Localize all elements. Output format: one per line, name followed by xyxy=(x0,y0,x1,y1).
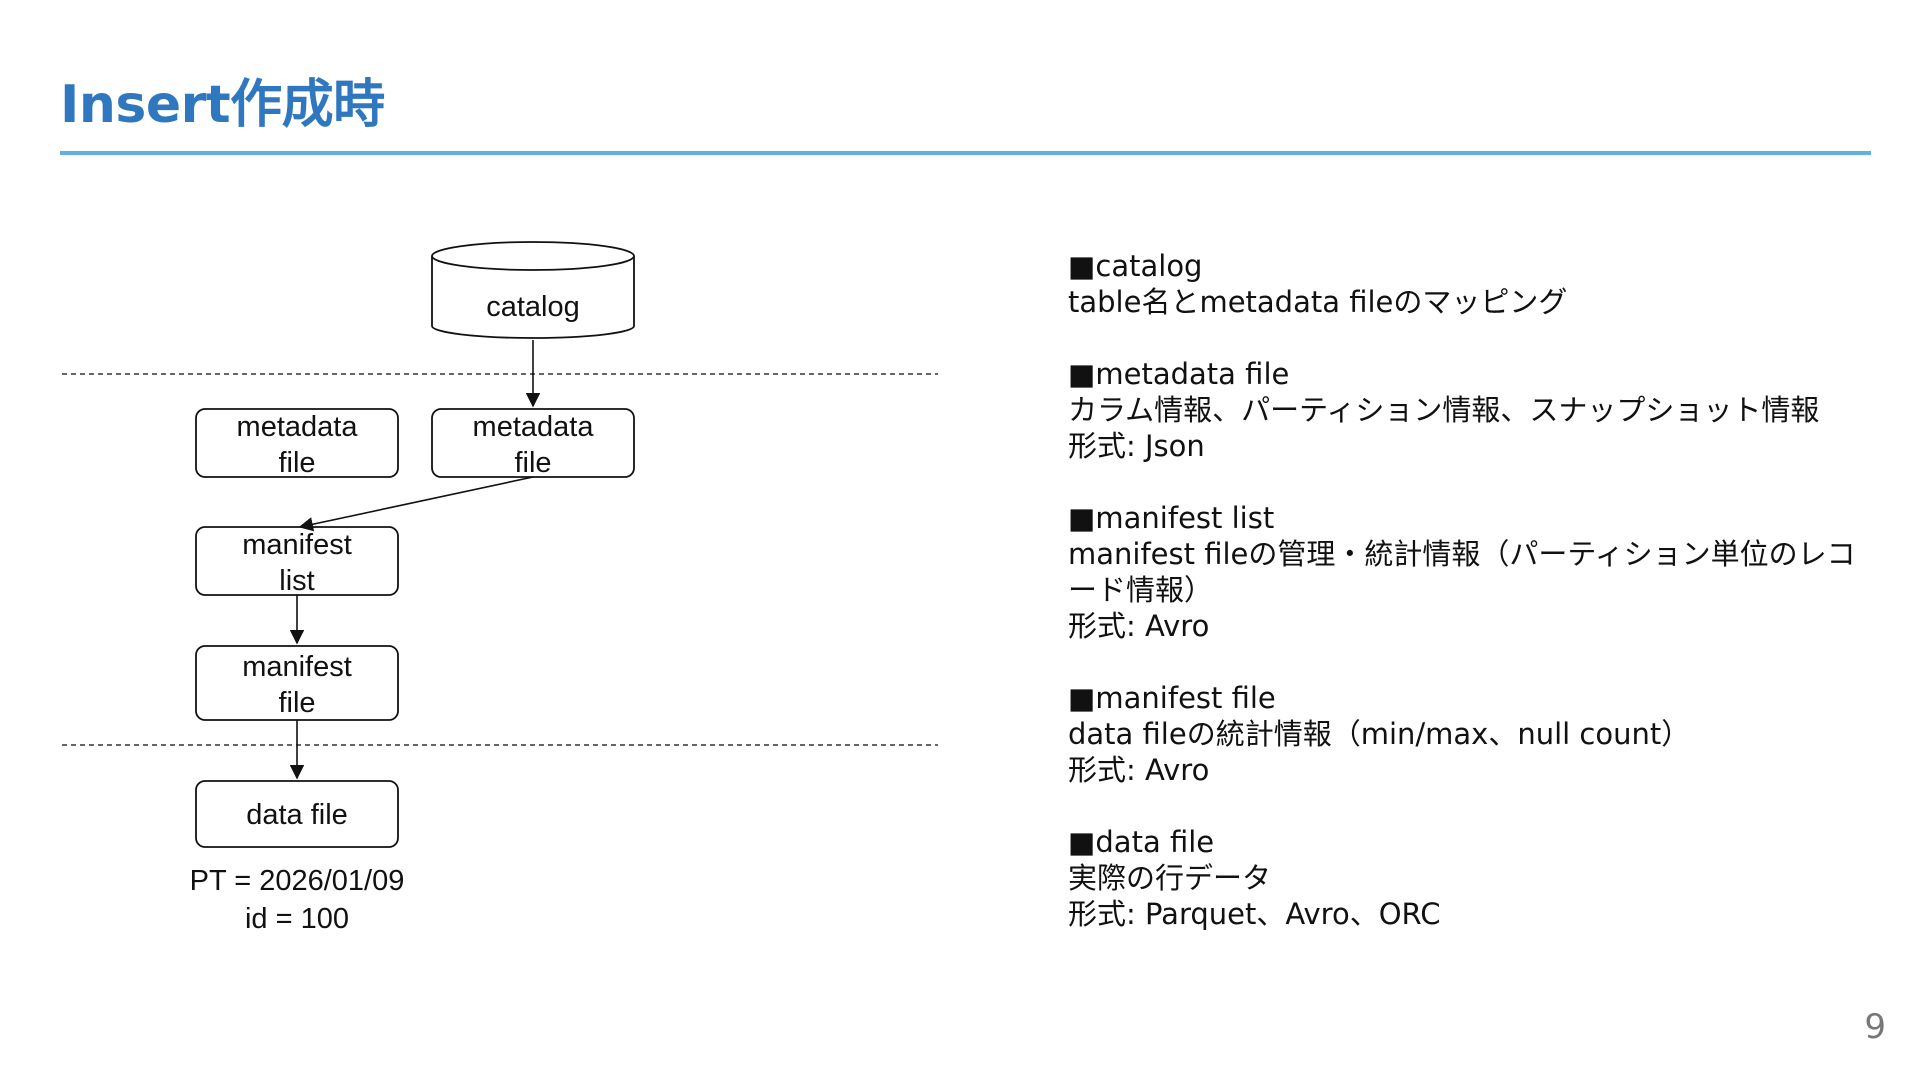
metadata-file-node-new: metadata file xyxy=(431,408,635,479)
slide-title: Insert作成時 xyxy=(60,75,385,135)
note-catalog: ■catalog table名とmetadata fileのマッピング xyxy=(1068,248,1868,320)
note-line: 実際の行データ xyxy=(1068,861,1272,895)
arrow-metadata-to-manifest-list xyxy=(298,476,534,532)
metadata-file-old-line1: metadata xyxy=(237,411,359,443)
note-metadata-file: ■metadata file カラム情報、パーティション情報、スナップショット情… xyxy=(1068,356,1868,464)
catalog-label: catalog xyxy=(486,291,580,323)
note-heading: ■manifest list xyxy=(1068,501,1275,535)
catalog-node: catalog xyxy=(431,241,635,339)
manifest-file-node: manifest file xyxy=(195,645,399,721)
partition-label: PT = 2026/01/09 xyxy=(190,865,405,897)
title-underline xyxy=(60,151,1871,155)
id-label: id = 100 xyxy=(245,903,349,935)
data-file-node: data file xyxy=(195,780,399,848)
page-number: 9 xyxy=(1864,1007,1886,1047)
note-line: 形式: Avro xyxy=(1068,753,1210,787)
note-manifest-list: ■manifest list manifest fileの管理・統計情報（パーテ… xyxy=(1068,500,1868,644)
note-heading: ■data file xyxy=(1068,825,1215,859)
note-line: data fileの統計情報（min/max、null count） xyxy=(1068,717,1691,751)
note-line: 形式: Json xyxy=(1068,429,1205,463)
note-line: カラム情報、パーティション情報、スナップショット情報 xyxy=(1068,393,1820,427)
note-heading: ■catalog xyxy=(1068,249,1203,283)
description-panel: ■catalog table名とmetadata fileのマッピング ■met… xyxy=(1068,248,1868,968)
data-file-label: data file xyxy=(246,799,348,831)
metadata-file-new-line1: metadata xyxy=(473,411,595,443)
note-manifest-file: ■manifest file data fileの統計情報（min/max、nu… xyxy=(1068,680,1868,788)
note-line: 形式: Parquet、Avro、ORC xyxy=(1068,897,1441,931)
manifest-file-line2: file xyxy=(278,687,315,719)
manifest-list-line2: list xyxy=(279,565,314,597)
note-data-file: ■data file 実際の行データ 形式: Parquet、Avro、ORC xyxy=(1068,824,1868,932)
manifest-file-line1: manifest xyxy=(242,651,352,683)
metadata-file-new-line2: file xyxy=(514,447,551,479)
manifest-list-line1: manifest xyxy=(242,529,352,561)
manifest-list-node: manifest list xyxy=(195,526,399,597)
iceberg-structure-diagram: catalog metadata file metadata file mani… xyxy=(62,241,938,935)
note-line: 形式: Avro xyxy=(1068,609,1210,643)
note-line: manifest fileの管理・統計情報（パーティション単位のレコード情報） xyxy=(1068,537,1856,607)
metadata-file-node-old: metadata file xyxy=(195,408,399,479)
note-heading: ■metadata file xyxy=(1068,357,1290,391)
metadata-file-old-line2: file xyxy=(278,447,315,479)
note-heading: ■manifest file xyxy=(1068,681,1276,715)
note-line: table名とmetadata fileのマッピング xyxy=(1068,285,1568,319)
